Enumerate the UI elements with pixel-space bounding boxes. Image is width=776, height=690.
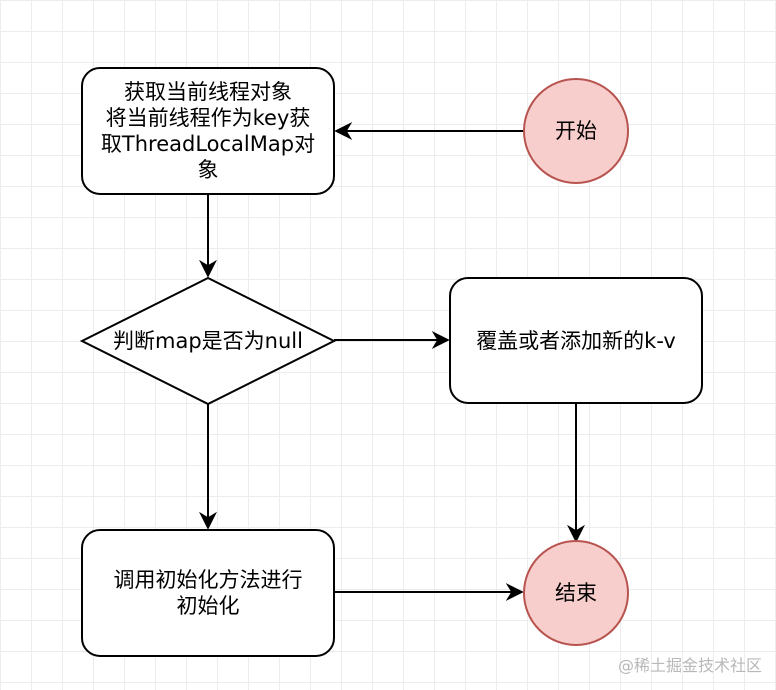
- end-label-text: 结束: [555, 581, 597, 605]
- get-map-line-2: 将当前线程作为key获: [105, 106, 311, 130]
- end-label: 结束: [524, 541, 628, 645]
- get-map-line-1: 获取当前线程对象: [124, 80, 292, 104]
- decision-node[interactable]: [79, 276, 337, 406]
- start-label-text: 开始: [555, 119, 597, 143]
- decision-label: 判断map是否为null: [82, 278, 334, 404]
- init-node[interactable]: [81, 529, 335, 657]
- end-node[interactable]: [523, 540, 629, 646]
- get-map-line-3: 取ThreadLocalMap对: [100, 132, 316, 156]
- get-map-line-4: 象: [197, 158, 219, 182]
- get-map-node[interactable]: [81, 67, 335, 195]
- init-label: 调用初始化方法进行 初始化: [82, 530, 334, 656]
- start-node[interactable]: [523, 78, 629, 184]
- decision-label-text: 判断map是否为null: [113, 329, 303, 353]
- start-label: 开始: [524, 79, 628, 183]
- watermark: @稀土掘金技术社区: [617, 656, 762, 675]
- update-label: 覆盖或者添加新的k-v: [450, 278, 702, 403]
- init-line-2: 初始化: [176, 594, 240, 618]
- get-map-label: 获取当前线程对象 将当前线程作为key获 取ThreadLocalMap对 象: [82, 68, 334, 194]
- init-line-1: 调用初始化方法进行: [113, 568, 303, 592]
- update-node[interactable]: [449, 277, 703, 404]
- update-label-text: 覆盖或者添加新的k-v: [476, 328, 676, 353]
